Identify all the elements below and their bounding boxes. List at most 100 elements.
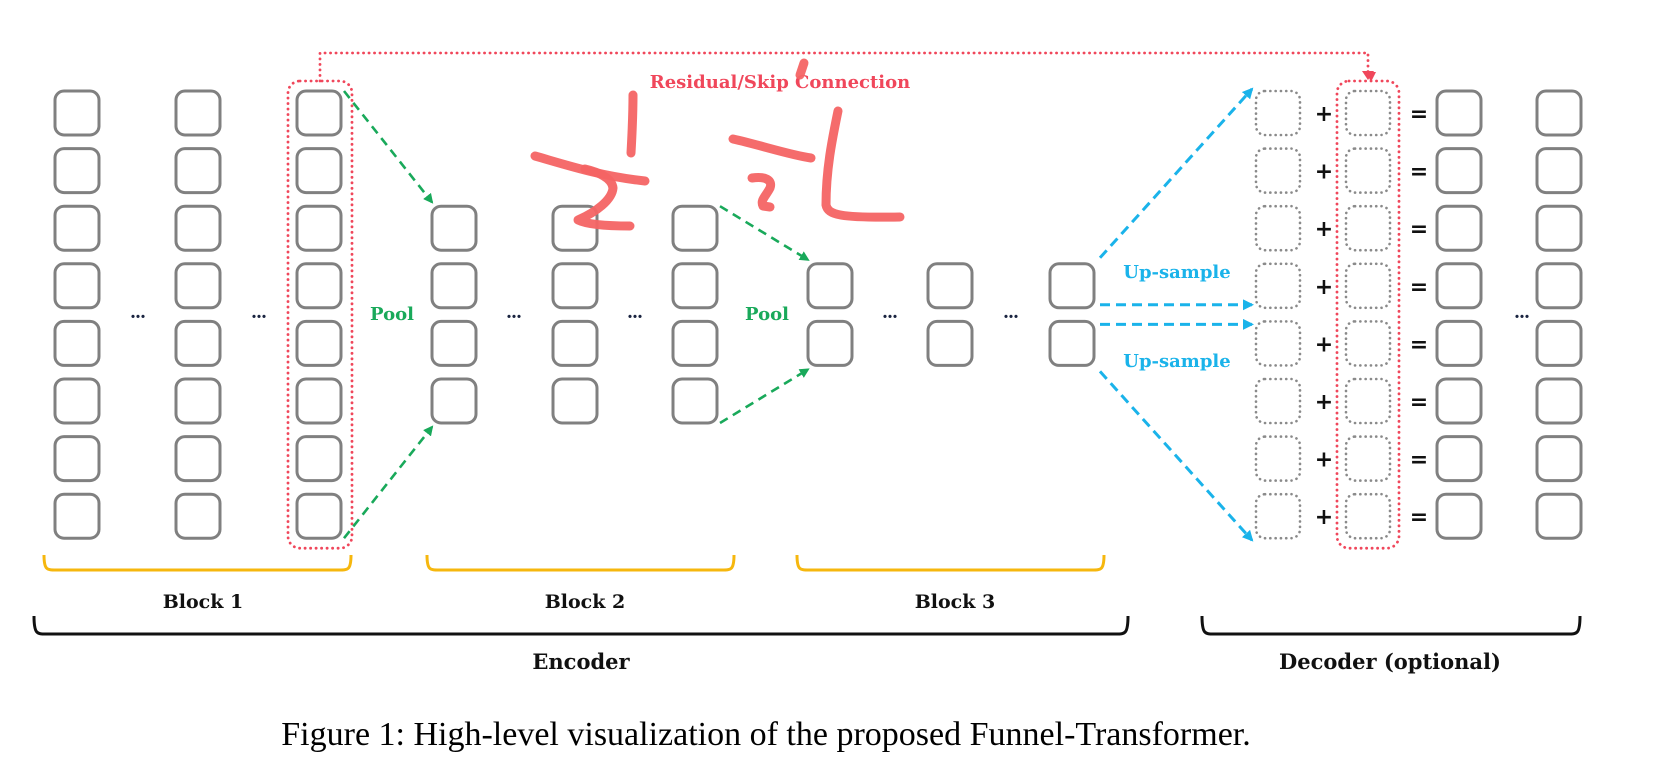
pool-arrow [342, 90, 434, 204]
decoder-final-token-box [1535, 147, 1583, 195]
decoder-final-token-box [1535, 377, 1583, 425]
ellipsis-block3-b: ... [1004, 301, 1019, 323]
block-2-brace [425, 554, 736, 572]
decoder-output-token-box [1435, 492, 1483, 540]
upsample-label-2: Up-sample [1123, 351, 1230, 372]
ink-stroke [795, 58, 809, 80]
token-box [295, 492, 343, 540]
pool-label-1: Pool [370, 304, 414, 325]
decoder-final-token-box [1535, 319, 1583, 367]
decoder-final-token-box [1535, 262, 1583, 310]
equals-operator: = [1410, 448, 1428, 473]
pool-arrow [719, 368, 810, 425]
token-box [671, 319, 719, 367]
ellipsis-block2-a: ... [507, 301, 522, 323]
decoder-output-token-box [1435, 377, 1483, 425]
upsampled-token-box [1254, 377, 1302, 425]
token-box [430, 262, 478, 310]
token-box [174, 319, 222, 367]
token-box [295, 319, 343, 367]
residual-token-box [1344, 204, 1392, 252]
braces [32, 554, 1582, 636]
residual-connection-label: Residual/Skip Connection [650, 72, 910, 93]
token-box [430, 204, 478, 252]
token-box [53, 377, 101, 425]
ink-stroke [728, 134, 816, 163]
token-box [174, 147, 222, 195]
token-box [53, 89, 101, 137]
token-box [174, 435, 222, 483]
pool-label-2: Pool [745, 304, 789, 325]
token-box [53, 262, 101, 310]
ink-stroke [573, 164, 635, 231]
upsampled-token-box [1254, 147, 1302, 194]
decoder-output-token-box [1435, 435, 1483, 483]
upsampled-token-box [1254, 262, 1302, 310]
residual-token-box [1344, 320, 1392, 367]
equals-operator: = [1410, 390, 1428, 415]
decoder-final-token-box [1535, 435, 1583, 483]
token-box [1048, 319, 1096, 367]
token-box [806, 262, 854, 310]
plus-operator: + [1315, 332, 1333, 357]
block-1-label: Block 1 [163, 591, 244, 613]
token-box [53, 435, 101, 483]
residual-target-enclosure [1335, 79, 1401, 550]
token-box [551, 319, 599, 367]
residual-token-box [1344, 492, 1392, 540]
upsampled-token-box [1254, 492, 1302, 540]
ellipsis-block2-b: ... [628, 301, 643, 323]
decoder-output-token-box [1435, 262, 1483, 310]
ellipsis-block1-a: ... [131, 301, 146, 323]
upsampled-token-box [1254, 204, 1302, 252]
plus-operator: + [1315, 275, 1333, 300]
decoder-final-token-box [1535, 492, 1583, 540]
token-box [53, 147, 101, 195]
equals-operator: = [1410, 102, 1428, 127]
connection-arrows [342, 87, 1254, 542]
upsampled-token-box [1254, 320, 1302, 367]
token-box [926, 319, 974, 367]
decoder-output-token-box [1435, 147, 1483, 195]
equals-operator: = [1410, 217, 1428, 242]
token-box [430, 377, 478, 425]
plus-operator: + [1315, 102, 1333, 127]
ellipsis-block3-a: ... [883, 301, 898, 323]
token-box [926, 262, 974, 310]
decoder-final-token-box [1535, 204, 1583, 252]
token-box [295, 89, 343, 137]
token-box [295, 435, 343, 483]
residual-token-box [1344, 262, 1392, 310]
token-box [551, 262, 599, 310]
upsampled-token-box [1254, 435, 1302, 482]
residual-source-enclosure [286, 79, 354, 550]
token-box [295, 204, 343, 252]
plus-operator: + [1315, 448, 1333, 473]
upsampled-token-box [1254, 89, 1302, 137]
residual-connection-line [318, 51, 1376, 83]
residual-token-box [1344, 435, 1392, 482]
token-grid: +=+=+=+=+=+=+=+= [53, 89, 1583, 540]
token-box [671, 377, 719, 425]
token-box [551, 377, 599, 425]
upsample-arrow [1098, 87, 1254, 259]
residual-token-box [1344, 89, 1392, 137]
equals-operator: = [1410, 505, 1428, 530]
token-box [806, 319, 854, 367]
residual-token-box [1344, 377, 1392, 425]
equals-operator: = [1410, 275, 1428, 300]
figure-caption: Figure 1: High-level visualization of th… [281, 716, 1250, 753]
upsample-arrow [1098, 370, 1254, 542]
token-box [53, 319, 101, 367]
token-box [174, 262, 222, 310]
token-box [174, 492, 222, 540]
decoder-brace [1200, 615, 1582, 636]
residual-arrowhead [1362, 71, 1374, 80]
block-3-label: Block 3 [915, 591, 996, 613]
token-box [671, 204, 719, 252]
token-box [295, 262, 343, 310]
token-box [295, 377, 343, 425]
handwritten-annotation [530, 58, 905, 231]
decoder-label: Decoder (optional) [1279, 649, 1501, 674]
plus-operator: + [1315, 160, 1333, 185]
